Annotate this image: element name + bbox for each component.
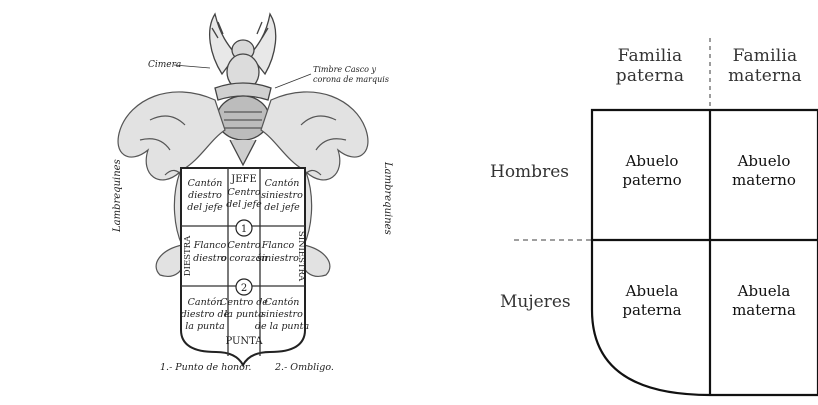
cell-text: Cantón xyxy=(188,178,223,189)
column-header-line: paterna xyxy=(595,66,705,86)
cell-text: Flanco xyxy=(261,240,295,251)
cell-text: del jefe xyxy=(226,199,262,210)
cell-text: diestro de xyxy=(181,309,230,320)
cell-line: materna xyxy=(714,301,814,320)
cell-line: Abuela xyxy=(598,282,706,301)
heraldic-shield-diagram: Cimera Timbre Casco y corona de marquis … xyxy=(0,0,470,401)
cell-title: JEFE xyxy=(230,174,257,185)
side-label-diestra: DIESTRA xyxy=(183,235,193,276)
shield-illustration: Cimera Timbre Casco y corona de marquis … xyxy=(0,0,470,401)
cell-text: Centro de xyxy=(220,297,268,308)
column-header-line: Familia xyxy=(595,46,705,66)
cell-text: la punta xyxy=(224,309,264,320)
marker-2-label: 2 xyxy=(241,283,247,294)
quartering-diagram: Familia paterna Familia materna Hombres … xyxy=(470,0,818,401)
cell-line: Abuelo xyxy=(714,152,814,171)
cell-abuelo-paterno: Abuelo paterno xyxy=(598,152,706,190)
cell-line: paterno xyxy=(598,171,706,190)
cell-line: Abuela xyxy=(714,282,814,301)
cell-abuela-paterna: Abuela paterna xyxy=(598,282,706,320)
cell-text: Flanco xyxy=(193,240,227,251)
cell-line: Abuelo xyxy=(598,152,706,171)
column-header-line: Familia xyxy=(715,46,815,66)
cell-text: de la punta xyxy=(255,321,310,332)
cell-text: del jefe xyxy=(264,202,300,213)
cell-text: Centro xyxy=(227,187,260,198)
side-label-siniestra: SINIESTRA xyxy=(296,231,306,282)
cell-text: siniestro xyxy=(261,309,303,320)
helmet-label-line2: corona de marquis xyxy=(313,75,389,84)
cell-text: Centro xyxy=(227,240,260,251)
row-label-hombres: Hombres xyxy=(490,162,569,182)
footnote-1: 1.- Punto de honor. xyxy=(160,362,251,373)
cell-text: del jefe xyxy=(187,202,223,213)
cell-title: PUNTA xyxy=(225,336,263,347)
cell-abuela-materna: Abuela materna xyxy=(714,282,814,320)
cell-line: materno xyxy=(714,171,814,190)
helmet-label: Timbre Casco y xyxy=(313,65,377,74)
cell-text: siniestro xyxy=(257,253,299,264)
cell-text: diestro xyxy=(188,190,222,201)
cell-text: siniestro xyxy=(261,190,303,201)
marker-1-label: 1 xyxy=(241,224,247,235)
eagle-crest-icon xyxy=(210,14,276,90)
mantling-left-label: Lambrequines xyxy=(112,159,123,233)
column-header-line: materna xyxy=(715,66,815,86)
column-header-materna: Familia materna xyxy=(715,46,815,86)
footnote-2: 2.- Ombligo. xyxy=(274,362,334,373)
cell-text: Cantón xyxy=(265,297,300,308)
cell-text: Cantón xyxy=(188,297,223,308)
column-header-paterna: Familia paterna xyxy=(595,46,705,86)
cell-text: la punta xyxy=(185,321,225,332)
row-label-mujeres: Mujeres xyxy=(500,292,571,312)
cell-line: paterna xyxy=(598,301,706,320)
cell-abuelo-materno: Abuelo materno xyxy=(714,152,814,190)
cell-text: Cantón xyxy=(265,178,300,189)
mantling-right-label: Lambrequines xyxy=(382,161,393,235)
